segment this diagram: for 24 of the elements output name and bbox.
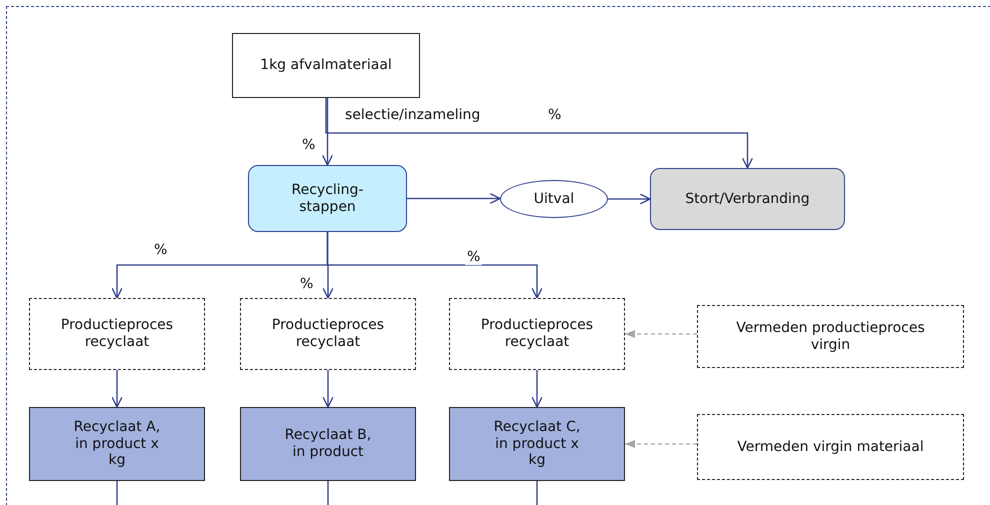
- arrow: [625, 330, 697, 338]
- process-box: Stort/Verbranding: [650, 168, 845, 230]
- input-box: 1kg afvalmateriaal: [232, 33, 420, 98]
- output-ellipse: Uitval: [500, 180, 608, 218]
- flow-label: selectie/inzameling: [344, 107, 482, 123]
- dashed-process-box: Productieproces recyclaat: [29, 298, 205, 370]
- arrow: [111, 370, 123, 408]
- arrow: [326, 232, 543, 299]
- arrow: [325, 98, 754, 169]
- dashed-process-box: Vermeden virgin materiaal: [697, 414, 964, 480]
- arrow: [625, 440, 697, 448]
- product-box: Recyclaat B, in product: [240, 407, 416, 481]
- arrow: [322, 370, 334, 408]
- edge-label: %: [465, 249, 482, 265]
- arrow: [407, 192, 501, 204]
- dashed-process-box: Productieproces recyclaat: [449, 298, 625, 370]
- dashed-process-box: Vermeden productieproces virgin: [697, 305, 964, 368]
- process-box: Recycling-stappen: [248, 165, 407, 232]
- product-box: Recyclaat A, in product x kg: [29, 407, 205, 481]
- product-box: Recyclaat C, in product x kg: [449, 407, 625, 481]
- arrow: [531, 370, 543, 408]
- arrow: [322, 98, 334, 166]
- arrow: [608, 193, 651, 205]
- dashed-process-box: Productieproces recyclaat: [240, 298, 416, 370]
